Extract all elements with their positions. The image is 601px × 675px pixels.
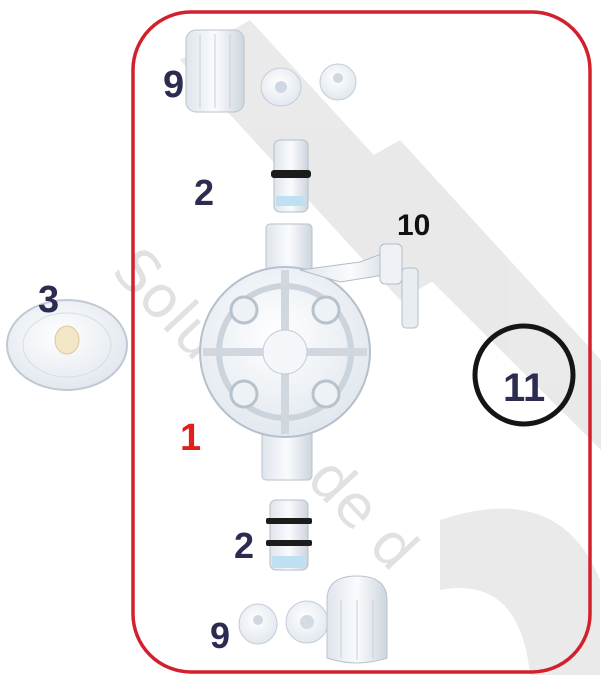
label-nut-bottom: 9 [210, 618, 230, 654]
label-o-ring: 11 [503, 368, 545, 408]
check-valve-icon [266, 500, 312, 570]
seat-icon [239, 601, 328, 644]
label-valve-top: 2 [194, 175, 214, 211]
label-pump-body: 1 [180, 419, 201, 457]
label-valve-bottom: 2 [234, 528, 254, 564]
label-diaphragm: 3 [38, 281, 59, 319]
label-bleed-valve: 10 [397, 211, 430, 241]
diaphragm-icon [7, 300, 127, 390]
label-nut-top: 9 [163, 66, 184, 104]
nut-icon [327, 576, 387, 663]
check-valve-icon [271, 140, 311, 212]
pump-head-icon [200, 224, 370, 480]
nut-icon [186, 30, 244, 112]
